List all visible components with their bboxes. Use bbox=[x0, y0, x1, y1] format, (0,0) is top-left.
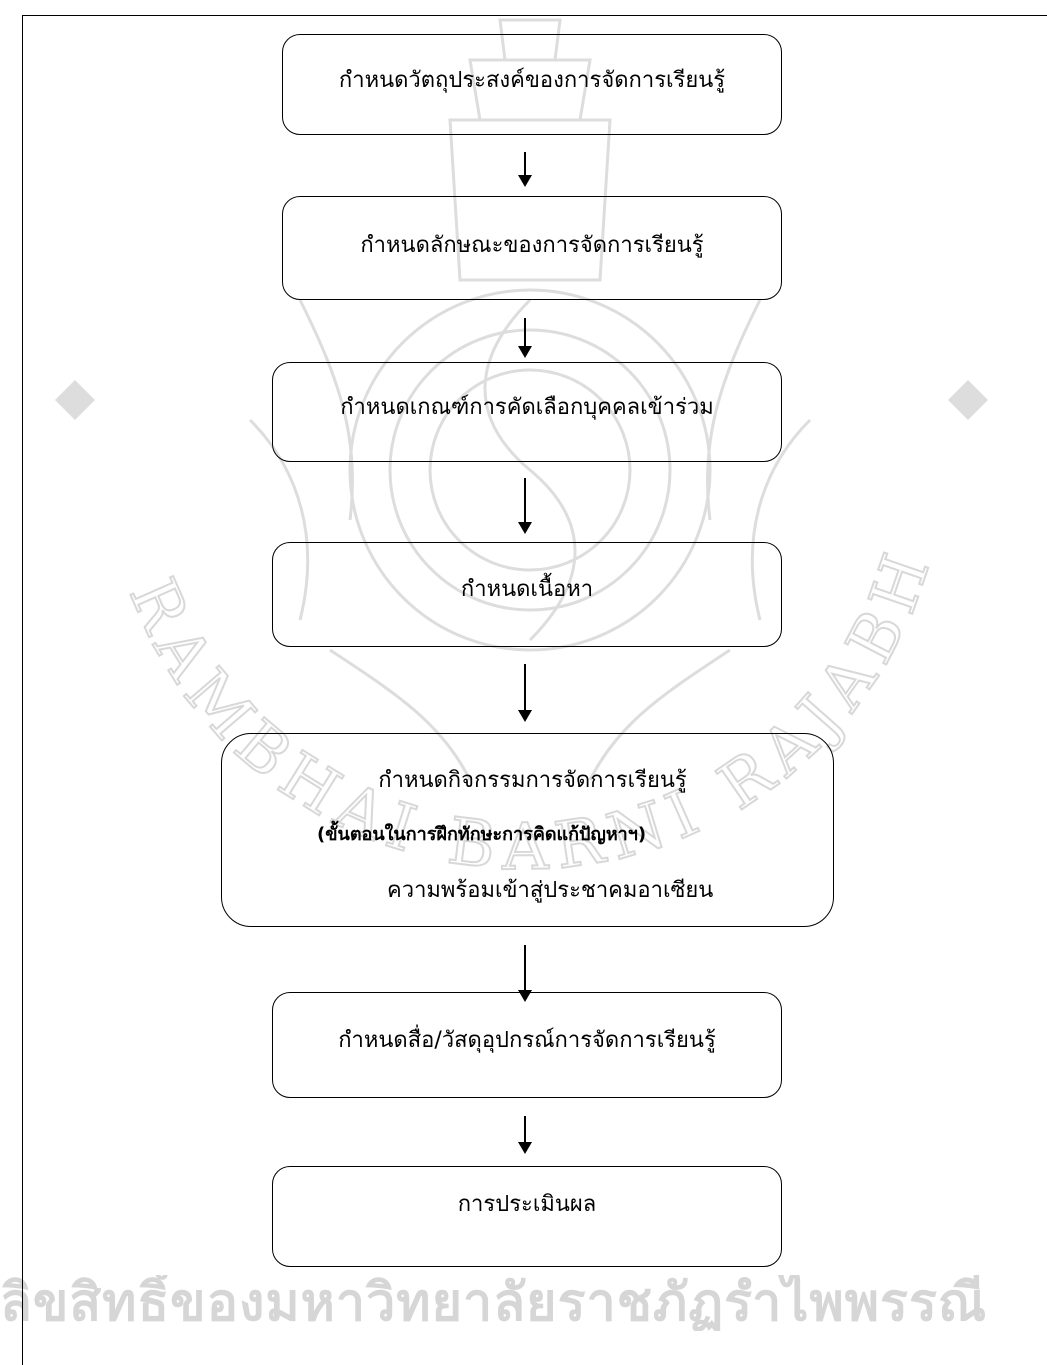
step-evaluation-box: การประเมินผล bbox=[272, 1166, 782, 1267]
arrow-down-icon bbox=[518, 152, 532, 187]
step-content-box: กำหนดเนื้อหา bbox=[272, 542, 782, 647]
arrow-down-icon bbox=[518, 945, 532, 1002]
step-activities-note: ความพร้อมเข้าสู่ประชาคมอาเซียน bbox=[387, 878, 714, 903]
step-objectives-label: กำหนดวัตถุประสงค์ของการจัดการเรียนรู้ bbox=[338, 68, 726, 93]
step-evaluation-label: การประเมินผล bbox=[457, 1192, 597, 1217]
step-media-label: กำหนดสื่อ/วัสดุอุปกรณ์การจัดการเรียนรู้ bbox=[338, 1027, 716, 1053]
step-media-box: กำหนดสื่อ/วัสดุอุปกรณ์การจัดการเรียนรู้ bbox=[272, 992, 782, 1098]
arrow-down-icon bbox=[518, 478, 532, 534]
step-characteristics-box: กำหนดลักษณะของการจัดการเรียนรู้ bbox=[282, 196, 782, 300]
arrow-down-icon bbox=[518, 1116, 532, 1154]
step-selection-criteria-label: กำหนดเกณฑ์การคัดเลือกบุคคลเข้าร่วม bbox=[340, 394, 714, 420]
step-activities-title: กำหนดกิจกรรมการจัดการเรียนรู้ bbox=[378, 768, 687, 793]
step-objectives-box: กำหนดวัตถุประสงค์ของการจัดการเรียนรู้ bbox=[282, 34, 782, 135]
arrow-down-icon bbox=[518, 664, 532, 722]
step-selection-criteria-box: กำหนดเกณฑ์การคัดเลือกบุคคลเข้าร่วม bbox=[272, 362, 782, 462]
step-activities-subtitle: (ขั้นตอนในการฝึกทักษะการคิดแก้ปัญหาฯ) bbox=[317, 824, 647, 845]
diagram-frame bbox=[22, 15, 1047, 1365]
watermark-copyright-text: ลิขสิทธิ์ของมหาวิทยาลัยราชภัฏรำไพพรรณี bbox=[0, 1275, 988, 1331]
step-activities-box: กำหนดกิจกรรมการจัดการเรียนรู้ (ขั้นตอนใน… bbox=[221, 733, 834, 927]
arrow-down-icon bbox=[518, 318, 532, 358]
step-characteristics-label: กำหนดลักษณะของการจัดการเรียนรู้ bbox=[360, 232, 704, 258]
step-content-label: กำหนดเนื้อหา bbox=[460, 577, 594, 602]
